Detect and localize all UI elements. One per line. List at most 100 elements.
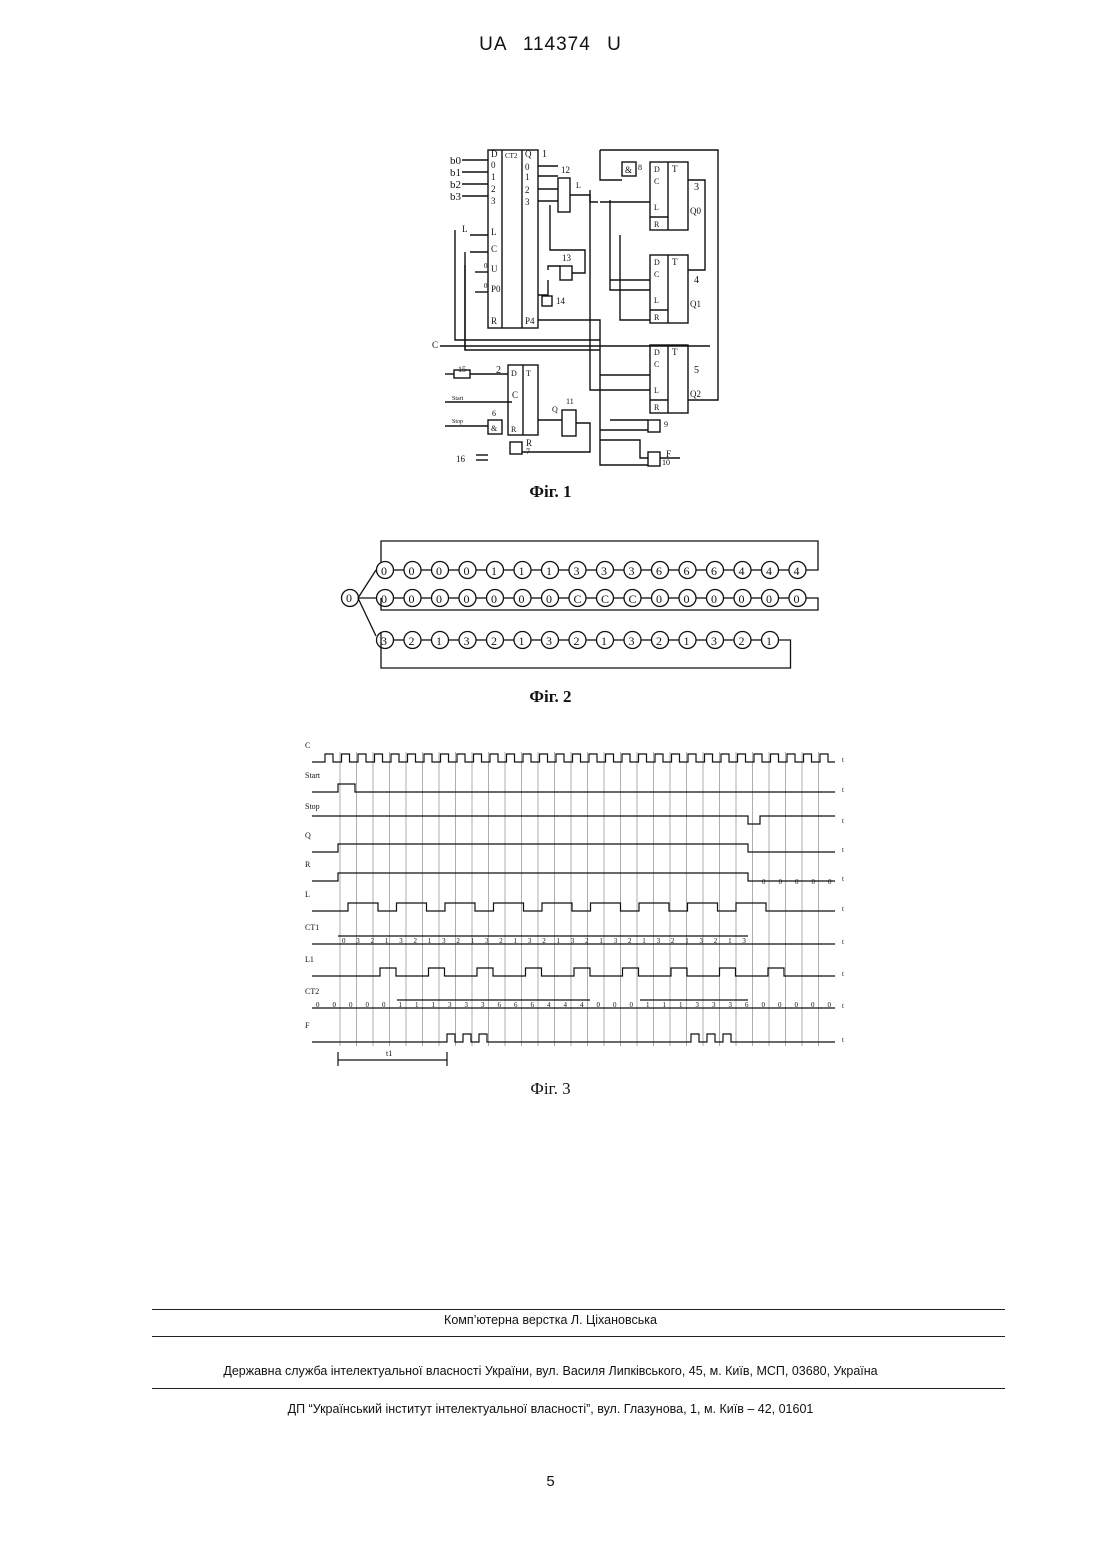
ct1-value-label: 3: [399, 937, 403, 945]
ct1-value-label: 3: [571, 937, 575, 945]
pin-label: 0: [484, 262, 488, 270]
state-value-label: 1: [601, 634, 607, 648]
state-value-label: 2: [574, 634, 580, 648]
ct2-value-label: 6: [745, 1001, 749, 1009]
state-value-label: 4: [766, 564, 772, 578]
counter-pin-label: R: [491, 316, 497, 326]
signal-name-label: CT2: [305, 987, 319, 996]
time-axis-label: t: [842, 875, 844, 883]
state-value-label: C: [601, 592, 609, 606]
trigger-pin-label: C: [512, 390, 518, 400]
state-value-label: 0: [766, 592, 772, 606]
state-value-label: 0: [739, 592, 745, 606]
counter-pin-label: 3: [525, 197, 530, 207]
trigger-pin-label: T: [672, 164, 678, 174]
ct2-value-label: 4: [547, 1001, 551, 1009]
state-value-label: 2: [739, 634, 745, 648]
and-gate-13: [560, 266, 572, 280]
r-value-label: 0: [812, 878, 816, 886]
state-value-label: 1: [436, 634, 442, 648]
signal-label: R: [526, 438, 532, 448]
state-value-label: 2: [491, 634, 497, 648]
ct2-value-label: 1: [679, 1001, 683, 1009]
input-start-label: Start: [452, 396, 464, 402]
ct1-value-label: 0: [342, 937, 346, 945]
footer-institute-address: ДП “Український інститут інтелектуальної…: [0, 1402, 1101, 1416]
wire: [600, 440, 648, 458]
ct2-value-label: 1: [663, 1001, 667, 1009]
state-value-label: 3: [464, 634, 470, 648]
footer-office-address: Державна служба інтелектуальної власност…: [0, 1364, 1101, 1378]
time-axis-label: t: [842, 1036, 844, 1044]
ct1-value-label: 2: [371, 937, 375, 945]
ct2-value-label: 0: [597, 1001, 601, 1009]
ct1-value-label: 2: [456, 937, 460, 945]
ct1-value-label: 3: [528, 937, 532, 945]
signal-name-label: R: [305, 860, 311, 869]
state-value-label: C: [574, 592, 582, 606]
ct2-value-label: 4: [580, 1001, 584, 1009]
trigger-pin-label: C: [654, 177, 659, 186]
counter-pin-label: 3: [491, 196, 496, 206]
ct2-value-label: 3: [448, 1001, 452, 1009]
input-label: b0: [450, 155, 462, 167]
trigger-pin-label: R: [654, 403, 660, 412]
trigger-pin-label: D: [511, 369, 517, 378]
ct2-value-label: 0: [630, 1001, 634, 1009]
ct1-value-label: 1: [428, 937, 432, 945]
footer-rule-bottom: [152, 1388, 1005, 1389]
ct2-value-label: 6: [498, 1001, 502, 1009]
ct1-value-label: 1: [514, 937, 518, 945]
state-value-label: 0: [684, 592, 690, 606]
ct1-value-label: 3: [657, 937, 661, 945]
r-value-label: 0: [828, 878, 832, 886]
signal-name-label: Q: [305, 831, 311, 840]
trigger-pin-label: D: [654, 165, 660, 174]
block-14: [542, 296, 552, 306]
counter-pin-label: P0: [491, 284, 501, 294]
ct2-value-label: 6: [531, 1001, 535, 1009]
output-q-label: Q2: [690, 389, 701, 399]
or-gate-11: [562, 410, 576, 436]
ct2-value-label: 4: [564, 1001, 568, 1009]
ct1-value-label: 2: [628, 937, 632, 945]
waveform-c: [312, 754, 835, 762]
block-number-label: 12: [561, 165, 570, 175]
ct2-value-label: 1: [399, 1001, 403, 1009]
state-value-label: 6: [684, 564, 690, 578]
state-value-label: 3: [629, 634, 635, 648]
waveform-r: [312, 873, 835, 881]
ct1-value-label: 2: [714, 937, 718, 945]
gate-symbol: &: [625, 165, 632, 175]
state-value-label: 0: [436, 564, 442, 578]
signal-label: L: [576, 181, 581, 190]
signal-name-label: Stop: [305, 802, 320, 811]
block-number-label: 11: [566, 397, 574, 406]
state-value-label: 1: [491, 564, 497, 578]
counter-pin-label: 2: [491, 184, 496, 194]
trigger-pin-label: R: [654, 220, 660, 229]
r-value-label: 0: [762, 878, 766, 886]
doc-code: UA: [479, 34, 506, 55]
state-value-label: 1: [684, 634, 690, 648]
ct2-value-label: 0: [828, 1001, 832, 1009]
state-value-label: 0: [464, 592, 470, 606]
state-value-label: 1: [546, 564, 552, 578]
ct1-value-label: 2: [671, 937, 675, 945]
ct2-value-label: 0: [613, 1001, 617, 1009]
or-gate-12: [558, 178, 570, 212]
ct2-value-label: 0: [349, 1001, 353, 1009]
figure-3-timing-diagram: CtStarttStoptQtRtLtCT1tL1tCT2tFt00000032…: [0, 740, 1101, 1070]
block-number-label: 4: [694, 275, 699, 286]
output-q-label: Q1: [690, 299, 701, 309]
state-value-label: 0: [519, 592, 525, 606]
ct1-value-label: 3: [356, 937, 360, 945]
wire: [600, 150, 622, 180]
gate-symbol: &: [491, 424, 498, 433]
wire: [620, 235, 650, 320]
and-gate-10: [648, 452, 660, 466]
state-value-label: 3: [601, 564, 607, 578]
ct2-value-label: 1: [432, 1001, 436, 1009]
ct1-value-label: 1: [557, 937, 561, 945]
state-value-label: 0: [409, 564, 415, 578]
